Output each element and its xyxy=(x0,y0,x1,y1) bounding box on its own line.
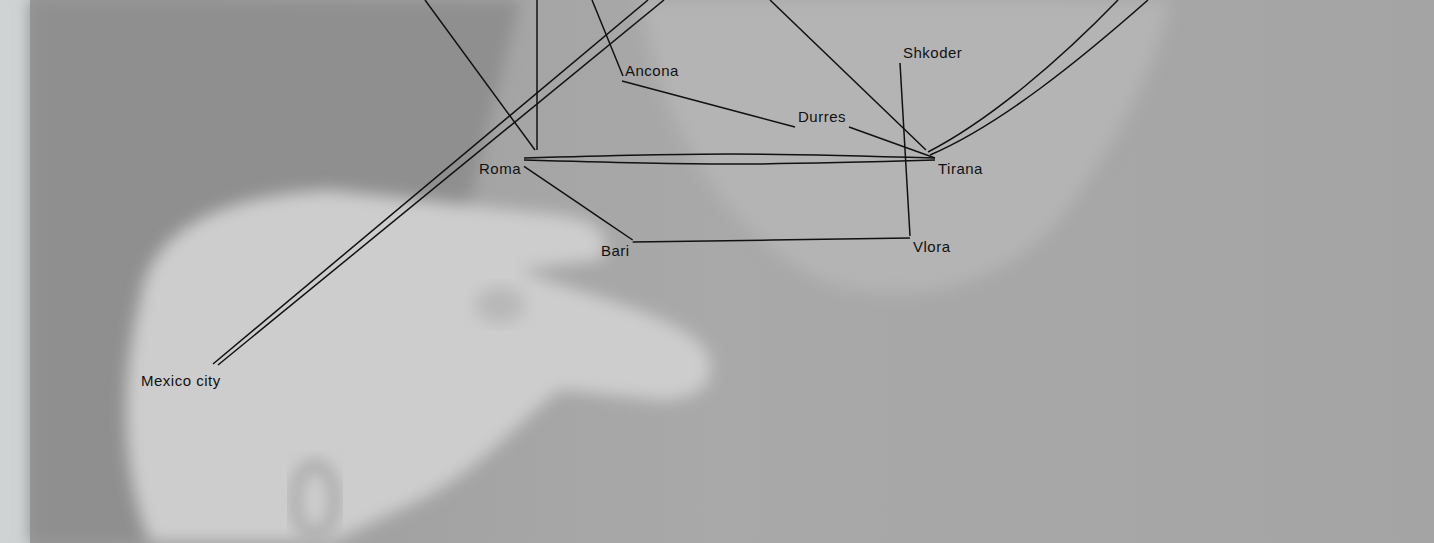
city-name: Tirana xyxy=(938,160,983,177)
city-name: Bari xyxy=(601,242,630,259)
route-connector xyxy=(524,154,935,158)
route-line xyxy=(930,0,1148,155)
city-node: Mexico city xyxy=(138,370,224,391)
route-line xyxy=(770,0,926,150)
route-line xyxy=(218,0,664,365)
route-connector xyxy=(849,127,935,158)
city-name: Durres xyxy=(798,108,846,125)
city-name: Shkoder xyxy=(903,44,962,61)
hand xyxy=(126,190,711,543)
face xyxy=(640,0,1170,294)
city-node: Roma xyxy=(476,158,524,179)
city-name: Vlora xyxy=(913,238,951,255)
ring xyxy=(295,465,335,535)
city-name: Mexico city xyxy=(141,372,221,389)
route-connector xyxy=(524,166,633,240)
route-line xyxy=(425,0,535,150)
city-node: Vlora xyxy=(910,236,954,257)
city-node: Tirana xyxy=(935,158,986,179)
city-name: Roma xyxy=(479,160,521,177)
route-connector xyxy=(900,63,910,236)
city-node: Bari xyxy=(598,240,633,261)
city-node: Ancona xyxy=(622,60,682,81)
city-name: Ancona xyxy=(625,62,679,79)
route-lines xyxy=(213,0,1148,365)
marker-tip xyxy=(475,287,525,323)
route-line xyxy=(536,0,538,150)
window-edge xyxy=(0,0,30,543)
route-line xyxy=(928,0,1118,152)
city-node: Shkoder xyxy=(900,42,965,63)
city-node: Durres xyxy=(795,106,849,127)
route-connector xyxy=(633,238,910,242)
route-connector xyxy=(524,160,935,164)
route-line xyxy=(213,0,648,364)
route-connector xyxy=(622,81,795,127)
